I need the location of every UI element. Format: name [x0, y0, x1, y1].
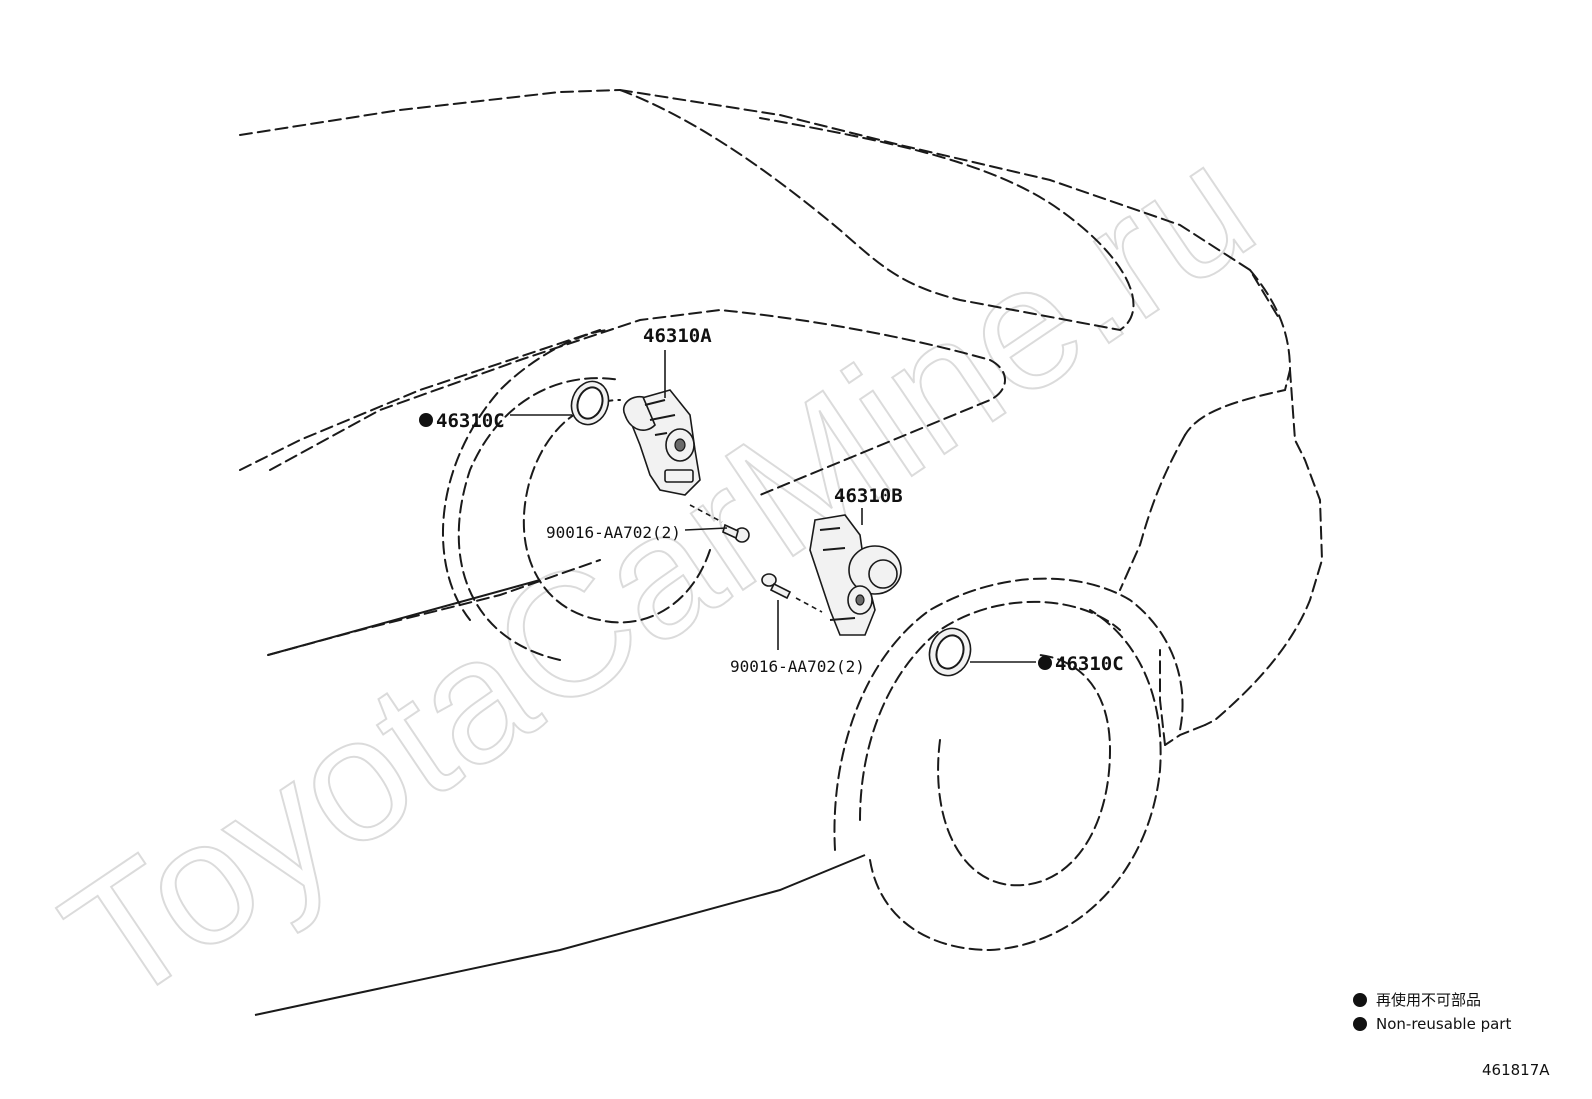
rear-tire-outer: [869, 609, 1162, 952]
rear-bumper-line: [1159, 649, 1166, 746]
legend-marker-icon: [1353, 993, 1367, 1007]
rear-body: [1204, 369, 1324, 726]
door-belt-line: [239, 329, 601, 471]
seal-ring-right: [928, 627, 972, 677]
leader-lines: [510, 350, 1036, 663]
vehicle-outline: [239, 89, 1324, 1016]
window-line: [619, 89, 1135, 332]
bolt-lower: [761, 573, 792, 600]
legend: 再使用不可部品 Non-reusable part: [1353, 991, 1511, 1033]
body-lower-line: [254, 854, 866, 1016]
callout-46310c-left: 46310C: [419, 410, 505, 432]
legend-english: Non-reusable part: [1376, 1015, 1511, 1033]
non-reusable-marker-icon: [1038, 656, 1052, 670]
legend-japanese: 再使用不可部品: [1376, 991, 1481, 1009]
label-46310c-right: 46310C: [1055, 653, 1124, 675]
door-top-line: [269, 308, 1006, 496]
non-reusable-marker-icon: [419, 413, 433, 427]
seal-ring-left: [570, 380, 610, 426]
body-side-line: [267, 579, 541, 656]
front-tire-hub: [599, 549, 711, 624]
front-tire-inner: [522, 399, 621, 621]
label-bolt-upper: 90016-AA702(2): [546, 523, 681, 542]
c-pillar: [1119, 434, 1186, 591]
rear-pillar: [1184, 269, 1292, 436]
callout-46310c-right: 46310C: [1038, 653, 1124, 675]
rear-arch-inner: [859, 600, 1121, 821]
rear-lower: [1164, 724, 1206, 746]
label-46310a: 46310A: [643, 325, 712, 347]
front-tire-outer: [457, 377, 621, 661]
sensor-a: [623, 389, 701, 496]
figure-id: 461817A: [1482, 1061, 1550, 1079]
rear-tire-inner: [937, 654, 1112, 887]
rear-wheel-arch: [833, 577, 1184, 851]
sensor-b: [809, 514, 902, 636]
watermark-text: ToyotaCarMine.ru: [32, 108, 1286, 1042]
roof-line: [239, 89, 621, 136]
label-46310b: 46310B: [834, 485, 903, 507]
label-bolt-lower: 90016-AA702(2): [730, 657, 865, 676]
legend-marker-icon: [1353, 1017, 1367, 1031]
label-46310c-left: 46310C: [436, 410, 505, 432]
front-wheel-arch: [442, 329, 611, 621]
